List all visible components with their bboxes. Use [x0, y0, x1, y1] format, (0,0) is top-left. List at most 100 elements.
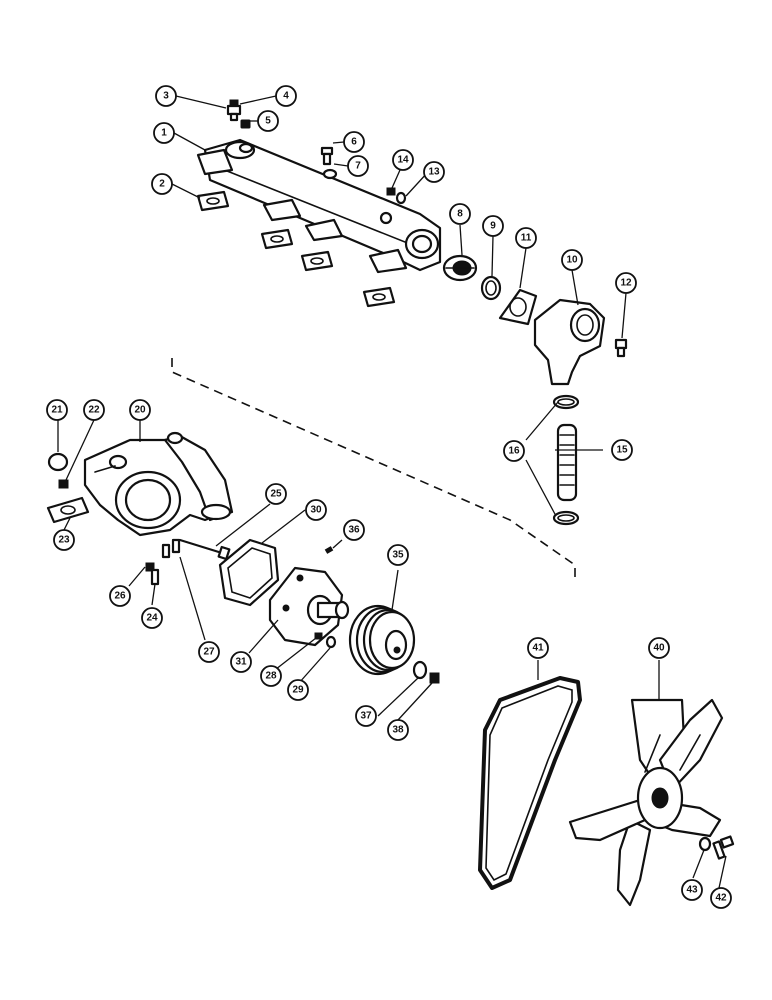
svg-text:12: 12 — [620, 278, 632, 289]
svg-text:43: 43 — [686, 885, 698, 896]
v-belt-icon — [478, 676, 582, 890]
svg-text:29: 29 — [292, 685, 304, 696]
thermostat-gasket-icon — [498, 288, 538, 326]
nut-icon — [314, 632, 323, 640]
nut-icon — [145, 562, 155, 572]
callout-21: 21 — [46, 399, 68, 421]
svg-text:30: 30 — [310, 505, 322, 516]
svg-text:22: 22 — [88, 405, 100, 416]
washer-icon — [698, 836, 712, 852]
water-pump-housing-icon — [83, 431, 234, 537]
svg-text:26: 26 — [114, 591, 126, 602]
water-outlet-elbow-icon — [533, 298, 606, 386]
callout-9: 9 — [482, 215, 504, 237]
callout-31: 31 — [230, 651, 252, 673]
pulley-icon — [348, 604, 416, 676]
callout-15: 15 — [611, 439, 633, 461]
water-manifold-icon — [196, 138, 442, 274]
callout-11: 11 — [515, 227, 537, 249]
callout-22: 22 — [83, 399, 105, 421]
svg-text:10: 10 — [566, 255, 578, 266]
temperature-sender-icon — [226, 99, 242, 122]
callout-40: 40 — [648, 637, 670, 659]
expansion-plug-icon — [47, 452, 69, 472]
svg-text:11: 11 — [521, 233, 532, 244]
callout-27: 27 — [198, 641, 220, 663]
callout-16: 16 — [503, 440, 525, 462]
svg-text:40: 40 — [653, 643, 665, 654]
callout-1: 1 — [153, 122, 175, 144]
callout-7: 7 — [347, 155, 369, 177]
washer-icon — [325, 635, 337, 649]
manifold-gasket-icon — [196, 190, 396, 308]
svg-text:36: 36 — [348, 525, 360, 536]
svg-text:9: 9 — [490, 221, 496, 232]
callout-8: 8 — [449, 203, 471, 225]
callout-13: 13 — [423, 161, 445, 183]
housing-gasket-icon — [46, 496, 90, 524]
callout-6: 6 — [343, 131, 365, 153]
svg-text:41: 41 — [532, 643, 544, 654]
svg-text:28: 28 — [265, 671, 277, 682]
hose-icon — [556, 423, 578, 502]
callout-5: 5 — [257, 110, 279, 132]
callout-42: 42 — [710, 887, 732, 909]
bolt-icon — [712, 835, 735, 860]
callout-29: 29 — [287, 679, 309, 701]
leader-lines — [57, 95, 727, 889]
svg-text:20: 20 — [134, 405, 146, 416]
callout-43: 43 — [681, 879, 703, 901]
callout-2: 2 — [151, 173, 173, 195]
svg-text:25: 25 — [270, 489, 282, 500]
nut-icon — [429, 672, 440, 684]
nut-icon — [386, 187, 396, 196]
svg-text:5: 5 — [265, 116, 271, 127]
callout-12: 12 — [615, 272, 637, 294]
callout-26: 26 — [109, 585, 131, 607]
svg-text:37: 37 — [360, 711, 372, 722]
svg-text:21: 21 — [51, 405, 63, 416]
callout-3: 3 — [155, 85, 177, 107]
svg-text:4: 4 — [283, 91, 289, 102]
callout-41: 41 — [527, 637, 549, 659]
bolt-icon — [178, 538, 231, 561]
water-pump-icon — [268, 566, 350, 647]
svg-text:14: 14 — [397, 155, 409, 166]
svg-text:1: 1 — [161, 128, 167, 139]
fan-blade-icon — [568, 698, 724, 907]
callout-30: 30 — [305, 499, 327, 521]
callout-10: 10 — [561, 249, 583, 271]
svg-text:2: 2 — [159, 179, 165, 190]
svg-text:38: 38 — [392, 725, 404, 736]
thermostat-seal-icon — [480, 275, 502, 301]
hose-clamp-icon — [552, 394, 580, 526]
svg-text:7: 7 — [355, 161, 361, 172]
svg-text:31: 31 — [235, 657, 247, 668]
svg-text:15: 15 — [616, 445, 628, 456]
assembly-dashed-line — [171, 358, 576, 578]
key-icon — [324, 546, 334, 554]
callout-20: 20 — [129, 399, 151, 421]
svg-text:8: 8 — [457, 209, 463, 220]
svg-text:42: 42 — [715, 893, 727, 904]
svg-text:23: 23 — [58, 535, 70, 546]
bolt-icon — [320, 146, 334, 166]
stud-icon — [150, 568, 160, 586]
callout-28: 28 — [260, 665, 282, 687]
washer-icon — [395, 191, 407, 205]
callout-4: 4 — [275, 85, 297, 107]
callout-37: 37 — [355, 705, 377, 727]
svg-text:3: 3 — [163, 91, 169, 102]
bolt-icon — [614, 338, 628, 358]
thermostat-icon — [442, 254, 478, 282]
pump-gasket-icon — [218, 538, 280, 607]
pipe-plug-icon — [240, 119, 251, 129]
pipe-plug-icon — [58, 479, 69, 489]
svg-text:27: 27 — [203, 647, 215, 658]
callout-23: 23 — [53, 529, 75, 551]
svg-text:6: 6 — [351, 137, 357, 148]
svg-text:16: 16 — [508, 446, 520, 457]
stud-icon — [171, 538, 181, 554]
washer-icon — [322, 168, 338, 180]
